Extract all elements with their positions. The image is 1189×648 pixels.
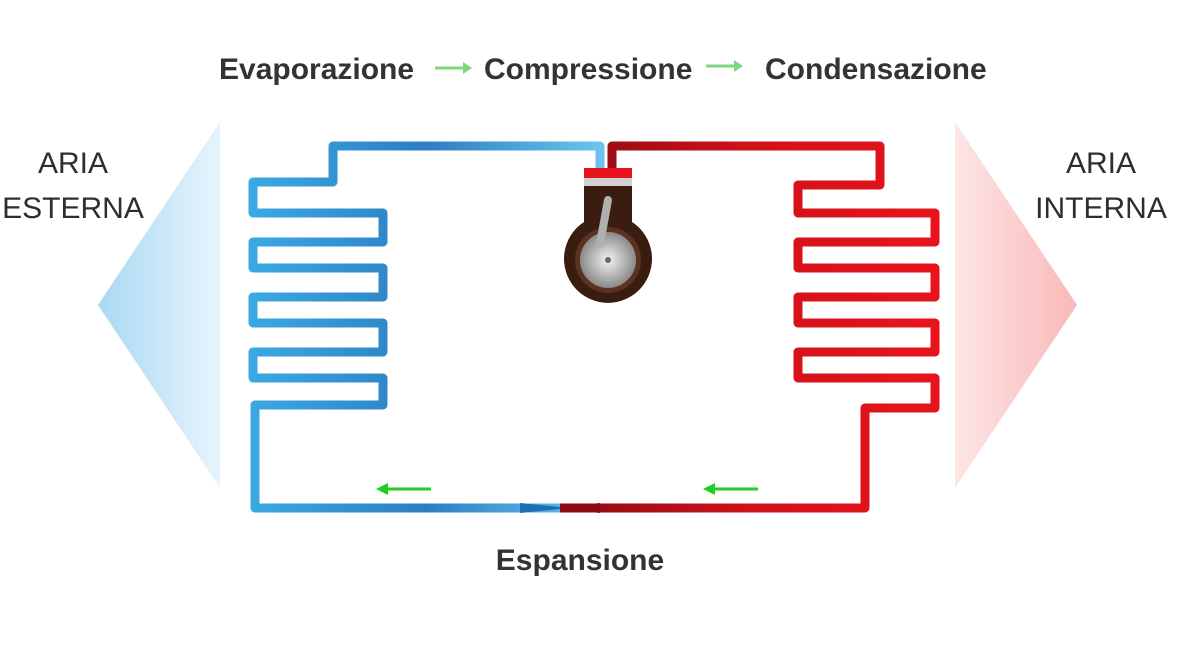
evaporator-coil [246,139,607,515]
condenser-coil [560,141,940,513]
arrow-right-icon [435,62,472,74]
flow-arrow-left-icon [703,483,758,495]
step-evaporazione: Evaporazione [219,53,414,86]
aria-esterna-label-line1: ARIA [38,147,108,180]
arrow-right-icon [706,60,743,72]
aria-esterna-label-line2: ESTERNA [2,192,144,225]
flow-arrow-left-icon [376,483,431,495]
aria-interna-label-line2: INTERNA [1035,192,1167,225]
compressor [564,168,653,303]
step-condensazione: Condensazione [765,53,987,86]
aria-interna-label-line1: ARIA [1066,147,1136,180]
step-compressione: Compressione [484,53,692,86]
step-espansione: Espansione [496,544,664,577]
outside-air-arrow [98,122,220,488]
expansion-valve [520,503,600,513]
inside-air-arrow [955,122,1077,488]
